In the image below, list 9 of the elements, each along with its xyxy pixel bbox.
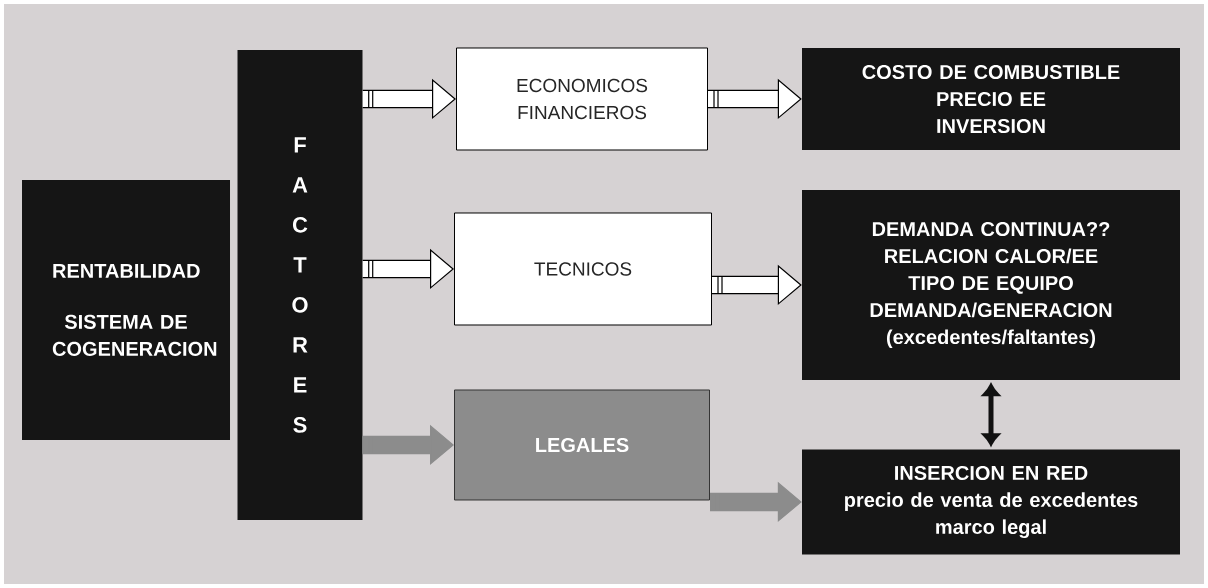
text-box: INSERCION EN RED precio de venta de excedentes marco legal <box>802 449 1180 555</box>
category-box: ECONOMICOS FINANCIEROS <box>456 47 708 151</box>
vertical-text-band: FACTORES <box>237 50 363 520</box>
text-box: DEMANDA CONTINUA?? RELACION CALOR/EE TIPO DE EQUIPO DEMANDA/GENERACION (excedentes/faltantes) <box>802 190 1180 380</box>
text-box: COSTO DE COMBUSTIBLE PRECIO EE INVERSION <box>802 48 1180 150</box>
double-arrow <box>982 383 1000 446</box>
category-box: LEGALES <box>454 389 710 501</box>
text-box: RENTABILIDAD SISTEMA DE COGENERACION <box>22 180 230 440</box>
category-box: TECNICOS <box>454 212 712 326</box>
